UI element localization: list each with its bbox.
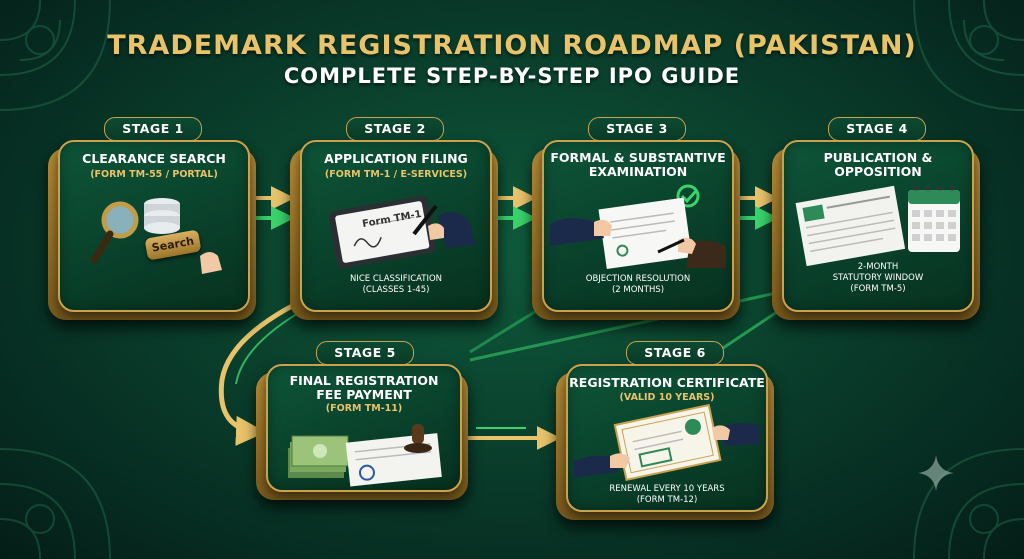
stage-2-subtitle: (FORM TM-1 / E-SERVICES) [324, 169, 468, 180]
stage-3-title-line-1: FORMAL & SUBSTANTIVE [550, 150, 726, 165]
stage-1-card: CLEARANCE SEARCH (FORM TM-55 / PORTAL) S… [58, 140, 250, 312]
stage-1-tag: STAGE 1 [104, 117, 202, 141]
stage-4-footnote-3: (FORM TM-5) [850, 284, 906, 294]
stage-4-title-line-2: OPPOSITION [834, 164, 922, 179]
stage-6-footnote-2: (FORM TM-12) [636, 495, 698, 505]
stage-5-subtitle: (FORM TM-11) [325, 403, 403, 414]
stage-5-tag: STAGE 5 [316, 341, 414, 365]
stage-2-footnote-2: (CLASSES 1-45) [362, 285, 430, 295]
stage-3-card: FORMAL & SUBSTANTIVE EXAMINATION OBJECTI… [542, 140, 734, 312]
stage-6-title: REGISTRATION CERTIFICATE [569, 375, 765, 390]
corner-ornament-top-right-icon [913, 0, 1024, 111]
stage-6-card: REGISTRATION CERTIFICATE (VALID 10 YEARS… [566, 364, 768, 512]
page-subtitle: COMPLETE STEP-BY-STEP IPO GUIDE [283, 64, 741, 88]
corner-ornament-bottom-left-icon [0, 448, 111, 559]
stage-3-tag: STAGE 3 [588, 117, 686, 141]
stage-3-footnote-2: (2 MONTHS) [611, 285, 665, 295]
page-title: TRADEMARK REGISTRATION ROADMAP (PAKISTAN… [107, 30, 917, 61]
stage-6-tag: STAGE 6 [626, 341, 724, 365]
stage-4-title-line-1: PUBLICATION & [823, 150, 933, 165]
corner-ornament-top-left-icon [0, 0, 111, 111]
magnifier-database-icon [90, 198, 222, 274]
stage-2-tag: STAGE 2 [346, 117, 444, 141]
stage-6-subtitle: (VALID 10 YEARS) [619, 392, 715, 403]
stage-4-footnote-2: STATUTORY WINDOW [832, 273, 924, 283]
stage-3-title-line-2: EXAMINATION [588, 164, 688, 179]
stage-2-footnote-1: NICE CLASSIFICATION [349, 274, 443, 284]
stage-3-footnote-1: OBJECTION RESOLUTION [585, 274, 691, 284]
stage-4-footnote-1: 2-MONTH [857, 262, 899, 272]
stage-4-tag: STAGE 4 [828, 117, 926, 141]
stage-2-title: APPLICATION FILING [324, 151, 468, 166]
sparkle-icon [918, 455, 954, 491]
stage-1-title: CLEARANCE SEARCH [82, 151, 226, 166]
document-check-icon [550, 184, 726, 269]
stage-2-card: APPLICATION FILING (FORM TM-1 / E-SERVIC… [300, 140, 492, 312]
money-stamp-icon [288, 424, 442, 487]
stage-5-card: FINAL REGISTRATION FEE PAYMENT (FORM TM-… [266, 364, 462, 492]
gazette-calendar-icon [795, 185, 960, 267]
tablet-form-icon [328, 195, 476, 269]
stage-1-subtitle: (FORM TM-55 / PORTAL) [90, 169, 218, 180]
stage-5-title-line-1: FINAL REGISTRATION [289, 373, 439, 388]
stage-5-title-line-2: FEE PAYMENT [316, 387, 412, 402]
certificate-handshake-icon [574, 403, 760, 482]
stage-4-card: PUBLICATION & OPPOSITION 2-MONTH STATUTO… [782, 140, 974, 312]
stage-6-footnote-1: RENEWAL EVERY 10 YEARS [609, 484, 725, 494]
